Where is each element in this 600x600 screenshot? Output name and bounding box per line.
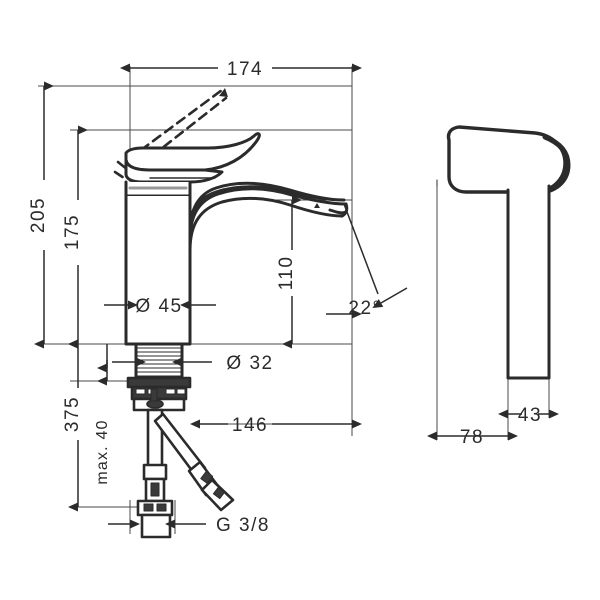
side-body-column xyxy=(506,184,551,380)
lever-handle xyxy=(124,132,261,184)
dim-label-22deg: 22° xyxy=(348,298,381,319)
dim-label-78: 78 xyxy=(460,427,484,448)
side-handle-cap-shading xyxy=(539,134,571,195)
handle-raised-position-dashed xyxy=(113,88,228,182)
spout-gooseneck xyxy=(188,181,349,252)
dim-label-146: 146 xyxy=(232,415,268,436)
angle-arrow-right xyxy=(372,287,408,308)
dim-label-174: 174 xyxy=(227,59,263,80)
front-elevation-view xyxy=(113,88,349,539)
dim-label-d32: Ø 32 xyxy=(226,353,273,374)
side-handle-block xyxy=(446,125,567,194)
body-column xyxy=(124,194,192,346)
dim-label-110: 110 xyxy=(276,256,297,291)
supply-hose-diagonal xyxy=(153,412,235,512)
dim-label-205: 205 xyxy=(28,197,49,233)
side-elevation-view xyxy=(436,125,571,380)
dimension-lines-group xyxy=(34,63,559,529)
angle-leader-line xyxy=(343,203,379,295)
spout-outlet xyxy=(328,208,348,215)
dim-label-43: 43 xyxy=(518,405,542,426)
threaded-shank xyxy=(134,342,184,380)
dim-label-thread: G 3/8 xyxy=(216,515,270,536)
dim-label-175: 175 xyxy=(62,214,83,250)
dim-label-max40: max. 40 xyxy=(94,419,111,484)
dimension-text-group: 174 205 175 110 Ø 45 Ø 32 146 375 max. 4… xyxy=(28,59,542,536)
handle-arrow-tip xyxy=(219,88,228,97)
dim-label-375: 375 xyxy=(62,396,83,432)
aerator-mark xyxy=(314,203,320,208)
mounting-nut-assembly xyxy=(126,376,192,412)
dim-label-d45: Ø 45 xyxy=(135,296,182,317)
